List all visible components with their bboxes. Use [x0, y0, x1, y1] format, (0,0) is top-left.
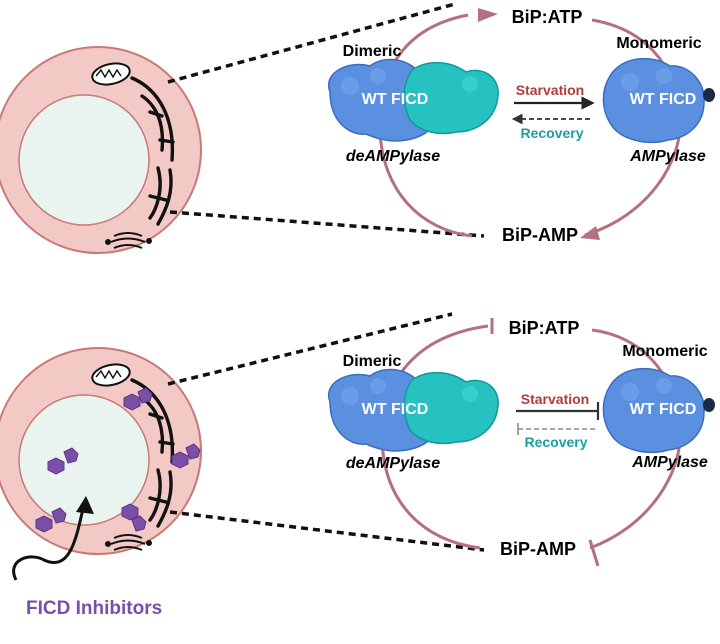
nucleus	[18, 394, 150, 526]
bip-atp-label: BiP:ATP	[509, 318, 580, 338]
bottom-panel: BiP:ATP BiP-AMP WT FICD Dimeric deAMPyla…	[0, 312, 715, 619]
mitochondrion-icon	[91, 363, 131, 387]
bottom-cell	[0, 347, 202, 555]
inhibitor-molecule	[123, 387, 153, 411]
inhibitor-molecule	[121, 503, 147, 532]
monomeric-label: Monomeric	[616, 35, 701, 52]
recovery-label: Recovery	[524, 434, 587, 450]
dimeric-label: Dimeric	[343, 353, 402, 370]
starvation-label: Starvation	[521, 391, 589, 407]
golgi-icon	[105, 232, 152, 249]
wt-ficd-left-label: WT FICD	[362, 91, 429, 108]
wt-ficd-right-label: WT FICD	[630, 91, 697, 108]
dimeric-ficd-protein	[327, 58, 499, 142]
top-panel: BiP:ATP BiP-AMP WT FICD Dimeric deAMPyla…	[0, 2, 715, 254]
deampylase-label: deAMPylase	[346, 148, 440, 165]
golgi-icon	[105, 534, 152, 551]
recovery-label: Recovery	[520, 125, 583, 141]
ficd-inhibitors-label: FICD Inhibitors	[26, 598, 162, 619]
monomeric-label: Monomeric	[622, 343, 707, 360]
inhibitor-entry-arrow	[12, 503, 86, 581]
cycle-arrowhead-to-amp	[580, 226, 600, 240]
dimeric-ficd-protein	[327, 368, 499, 452]
nucleus	[18, 94, 150, 226]
bip-amp-label: BiP-AMP	[502, 225, 578, 245]
inhibitor-molecule	[171, 443, 201, 469]
inhibitor-molecules	[35, 387, 201, 533]
wt-ficd-left-label: WT FICD	[362, 401, 429, 418]
cycle-block-amp	[588, 539, 600, 567]
zoom-line-upper	[167, 312, 453, 386]
inhibitor-entry-arrowhead	[76, 496, 94, 514]
cycle-arrowhead-to-atp	[478, 8, 498, 22]
starvation-label: Starvation	[516, 82, 584, 98]
zoom-line-upper	[167, 2, 456, 84]
zoom-line-lower	[169, 210, 485, 238]
bip-amp-label: BiP-AMP	[500, 539, 576, 559]
monomeric-ficd-protein	[602, 57, 715, 144]
mitochondrion-icon	[91, 62, 131, 86]
inhibitor-molecule	[35, 507, 67, 533]
monomeric-ficd-protein	[602, 367, 715, 454]
endoplasmic-reticulum-icon	[130, 76, 175, 226]
inhibitor-molecule	[47, 447, 79, 475]
wt-ficd-right-label: WT FICD	[630, 401, 697, 418]
ampylase-label: AMPylase	[629, 148, 706, 165]
dimeric-label: Dimeric	[343, 43, 402, 60]
zoom-line-lower	[169, 510, 485, 552]
ampylase-label: AMPylase	[631, 454, 708, 471]
top-cell	[0, 46, 202, 254]
deampylase-label: deAMPylase	[346, 455, 440, 472]
bip-atp-label: BiP:ATP	[512, 7, 583, 27]
